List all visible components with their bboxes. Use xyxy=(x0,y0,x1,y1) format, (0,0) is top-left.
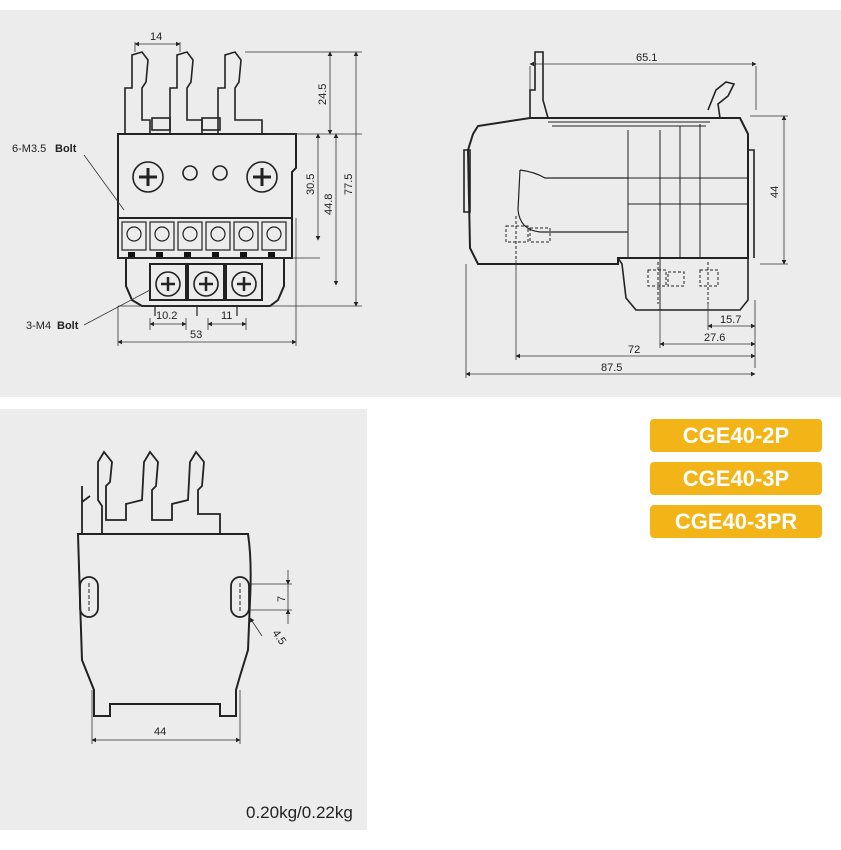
front-dimensions xyxy=(83,41,362,346)
dim-53: 53 xyxy=(190,329,202,341)
dim-65-1: 65.1 xyxy=(636,52,657,64)
dim-44-8: 44.8 xyxy=(323,194,335,215)
dim-44-back: 44 xyxy=(154,726,166,738)
front-dim-labels: 14 24.5 30.5 44.8 77.5 10.2 11 53 6-M3.5… xyxy=(12,31,355,341)
side-dim-labels: 65.1 44 15.7 27.6 72 87.5 xyxy=(601,52,781,374)
dim-30-5: 30.5 xyxy=(305,174,317,195)
dim-15-7: 15.7 xyxy=(720,314,741,326)
weight-label: 0.20kg/0.22kg xyxy=(246,803,353,822)
front-view xyxy=(117,51,297,316)
model-badge-2p: CGE40-2P xyxy=(650,419,822,452)
dim-14: 14 xyxy=(150,31,162,43)
model-badge-3p: CGE40-3P xyxy=(650,462,822,495)
dim-4-5: 4.5 xyxy=(270,628,289,647)
drawing-panel-bottom xyxy=(0,409,367,830)
dim-11: 11 xyxy=(221,310,232,322)
side-dimensions xyxy=(465,61,788,378)
dim-7: 7 xyxy=(276,596,288,602)
label-m4-bolt: Bolt xyxy=(57,320,79,332)
dim-87-5: 87.5 xyxy=(601,362,622,374)
label-m35-bolt: Bolt xyxy=(55,143,77,155)
label-m4: 3-M4 xyxy=(26,320,51,332)
dim-77-5: 77.5 xyxy=(343,174,355,195)
label-m35: 6-M3.5 xyxy=(12,143,46,155)
back-view xyxy=(76,450,252,717)
side-view xyxy=(463,51,755,311)
dim-24-5: 24.5 xyxy=(317,84,329,105)
dim-27-6: 27.6 xyxy=(704,332,725,344)
model-badge-3pr: CGE40-3PR xyxy=(650,505,822,538)
dim-44-side: 44 xyxy=(769,186,781,198)
dim-10-2: 10.2 xyxy=(156,310,177,322)
dim-72: 72 xyxy=(628,344,640,356)
back-dimensions xyxy=(91,570,292,744)
